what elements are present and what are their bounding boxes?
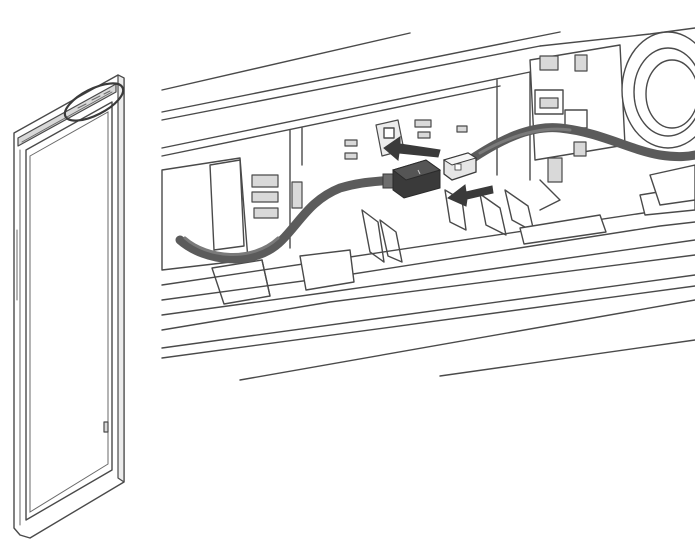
connector-light-socket <box>442 152 478 181</box>
cable-left <box>175 175 397 264</box>
door-panel <box>13 74 125 539</box>
enlarged-detail-view <box>161 27 695 381</box>
connector-dark-plug <box>382 159 442 199</box>
arrow-up-left <box>383 136 441 161</box>
wire-harness <box>175 123 695 264</box>
arrow-left <box>447 184 494 207</box>
connector-location-highlight <box>63 82 125 122</box>
